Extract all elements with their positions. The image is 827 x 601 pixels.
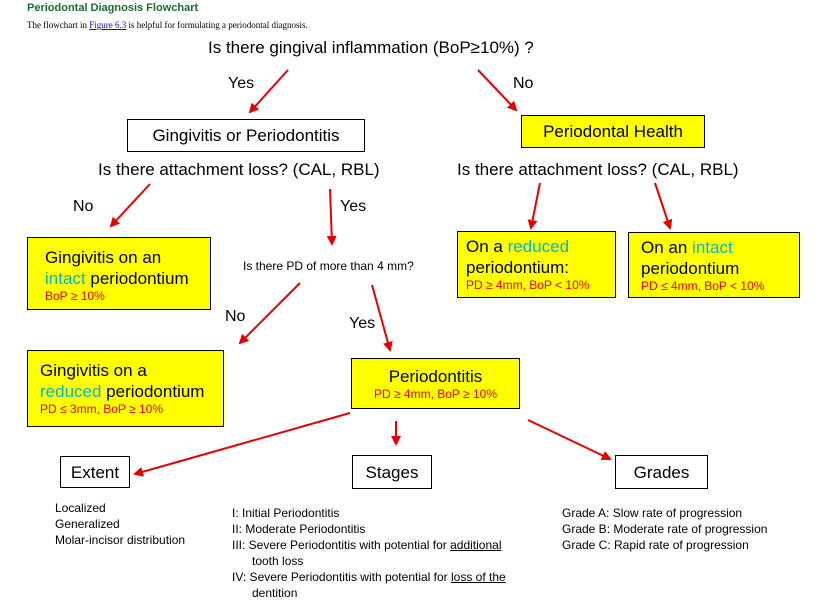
question-attachment-right: Is there attachment loss? (CAL, RBL) [457, 160, 739, 179]
gingivitis-reduced-line2: reduced periodontium [40, 381, 223, 402]
label-yes-attachment: Yes [340, 198, 367, 215]
gingivitis-intact-line1: Gingivitis on an [45, 248, 162, 267]
intro-text-end: is helpful for formulating a periodontal… [126, 20, 308, 30]
extent-item: Localized [55, 501, 106, 515]
gingivitis-or-periodontitis-label: Gingivitis or Periodontitis [152, 126, 340, 145]
stage-item: III: Severe Periodontitis with potential… [232, 537, 506, 553]
extent-title: Extent [70, 462, 120, 482]
arrow-attachment-no [109, 183, 151, 228]
grade-item: Grade A: Slow rate of progression [562, 506, 743, 520]
gingivitis-reduced-box: Gingivitis on a reduced periodontium PD … [27, 350, 224, 427]
periodontitis-criteria: PD ≥ 4mm, BoP ≥ 10% [374, 386, 497, 401]
health-intact-line1: On an intact [641, 237, 799, 258]
arrow-to-grades [527, 419, 612, 461]
arrow-pd-no [238, 282, 301, 345]
gingivitis-reduced-criteria: PD ≤ 3mm, BoP ≥ 10% [40, 402, 163, 416]
gingivitis-reduced-rest: periodontium [101, 382, 205, 401]
stages-list: I: Initial Periodontitis II: Moderate Pe… [232, 505, 506, 601]
health-intact-box: On an intact periodontium PD ≤ 4mm, BoP … [628, 232, 800, 298]
gingivitis-reduced-line1: Gingivitis on a [40, 361, 147, 380]
stage-item: I: Initial Periodontitis [232, 506, 340, 520]
periodontal-health-box: Periodontal Health [521, 115, 705, 148]
extent-item: Molar-incisor distribution [55, 533, 186, 547]
question-attachment-left: Is there attachment loss? (CAL, RBL) [98, 160, 380, 179]
extent-list: Localized Generalized Molar-incisor dist… [55, 500, 185, 548]
stage-4-text: IV: Severe Periodontitis with potential … [232, 570, 451, 584]
stage-item: IV: Severe Periodontitis with potential … [232, 569, 506, 585]
stage-4-underlined: loss of the [451, 570, 506, 584]
grade-item: Grade B: Moderate rate of progression [562, 522, 768, 536]
stage-item-continued: dentition [252, 586, 298, 600]
extent-box: Extent [60, 456, 130, 488]
gingivitis-or-periodontitis-box: Gingivitis or Periodontitis [127, 119, 365, 152]
arrow-to-extent [133, 412, 351, 477]
extent-item: Generalized [55, 517, 120, 531]
intact-word-health: intact [692, 238, 733, 257]
label-yes-inflammation: Yes [228, 75, 255, 92]
periodontitis-title: Periodontitis [388, 366, 483, 386]
health-intact-criteria: PD ≤ 4mm, BoP < 10% [641, 279, 765, 293]
arrow-health-intact [654, 182, 673, 230]
gingivitis-intact-box: Gingivitis on an intact periodontium BoP… [27, 237, 211, 310]
label-yes-pd: Yes [349, 315, 376, 332]
stage-3-underlined: additional [450, 538, 502, 552]
grade-item: Grade C: Rapid rate of progression [562, 538, 749, 552]
stage-item-continued: tooth loss [252, 554, 304, 568]
label-no-pd: No [225, 308, 246, 325]
health-reduced-criteria: PD ≥ 4mm, BoP < 10% [466, 278, 590, 292]
arrow-attachment-yes [326, 188, 337, 246]
stage-item: II: Moderate Periodontitis [232, 522, 366, 536]
health-reduced-box: On a reduced periodontium: PD ≥ 4mm, BoP… [457, 231, 616, 298]
arrow-health-reduced [527, 182, 541, 230]
grades-title: Grades [633, 462, 690, 482]
health-reduced-line1: On a reduced [466, 236, 615, 257]
gingivitis-intact-line2: intact periodontium [45, 268, 210, 289]
page-title: Periodontal Diagnosis Flowchart [27, 2, 199, 14]
stage-3-text: III: Severe Periodontitis with potential… [232, 538, 451, 552]
reduced-word-gingivitis: reduced [40, 382, 102, 401]
health-intact-prefix: On an [641, 238, 693, 257]
stages-title: Stages [365, 462, 419, 482]
reduced-word: reduced [507, 237, 570, 256]
stages-box: Stages [352, 455, 432, 489]
intro-text-start: The flowchart in [27, 20, 90, 30]
arrow-to-no-branch [477, 69, 518, 112]
intact-word: intact [45, 269, 86, 288]
gingivitis-intact-criteria: BoP ≥ 10% [45, 289, 105, 303]
intro-text: The flowchart in Figure 6.3 is helpful f… [27, 20, 308, 30]
health-reduced-line2: periodontium: [466, 258, 570, 277]
label-no-attachment: No [73, 198, 94, 215]
health-reduced-prefix: On a [466, 237, 508, 256]
grades-list: Grade A: Slow rate of progression Grade … [562, 505, 767, 553]
periodontitis-box: Periodontitis PD ≥ 4mm, BoP ≥ 10% [351, 358, 520, 409]
arrow-pd-yes [371, 284, 393, 352]
grades-box: Grades [615, 455, 708, 489]
question-inflammation: Is there gingival inflammation (BoP≥10%)… [208, 38, 534, 57]
gingivitis-intact-rest: periodontium [85, 269, 189, 288]
health-intact-line2: periodontium [641, 259, 740, 278]
figure-link[interactable]: Figure 6.3 [89, 20, 127, 30]
question-pd: Is there PD of more than 4 mm? [243, 259, 414, 273]
label-no-inflammation: No [513, 75, 534, 92]
periodontal-health-label: Periodontal Health [543, 122, 683, 141]
arrow-to-yes-branch [248, 69, 289, 114]
